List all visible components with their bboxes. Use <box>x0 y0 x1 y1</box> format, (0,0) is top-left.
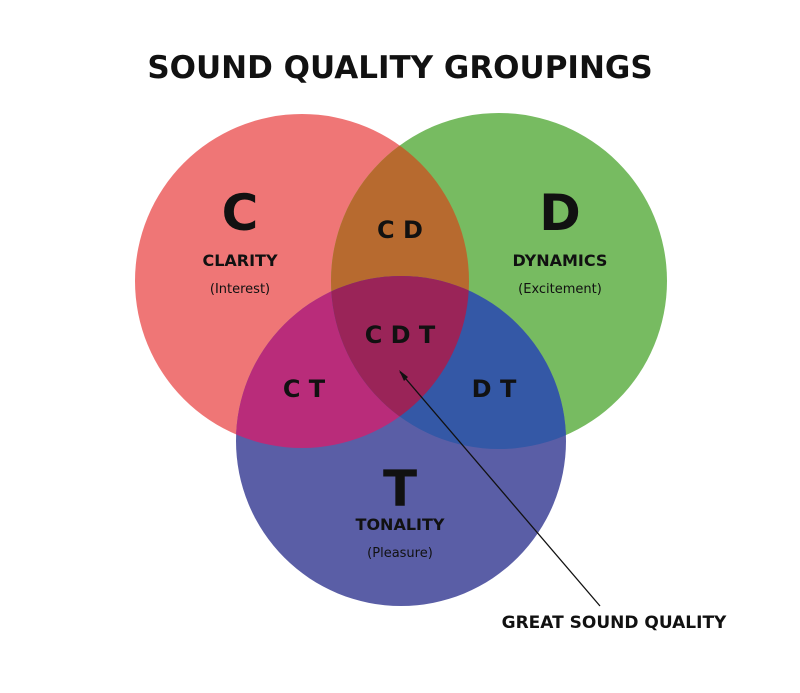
tonality-letter: T <box>383 460 417 518</box>
ct-label: C T <box>283 375 326 403</box>
clarity-sublabel: (Interest) <box>210 282 270 297</box>
arrowhead-icon <box>399 370 408 381</box>
tonality-sublabel: (Pleasure) <box>367 546 433 561</box>
clarity-letter: C <box>222 184 259 242</box>
callout-label: GREAT SOUND QUALITY <box>502 613 727 633</box>
cd-label: C D <box>377 216 423 244</box>
dynamics-label: DYNAMICS <box>513 251 608 270</box>
clarity-label: CLARITY <box>202 251 278 270</box>
dynamics-sublabel: (Excitement) <box>518 282 602 297</box>
cdt-label: C D T <box>365 321 436 349</box>
callout-arrow-line <box>399 371 601 607</box>
tonality-label: TONALITY <box>356 515 445 534</box>
dynamics-letter: D <box>539 184 581 242</box>
dt-label: D T <box>472 375 517 403</box>
diagram-title: SOUND QUALITY GROUPINGS <box>147 50 652 86</box>
